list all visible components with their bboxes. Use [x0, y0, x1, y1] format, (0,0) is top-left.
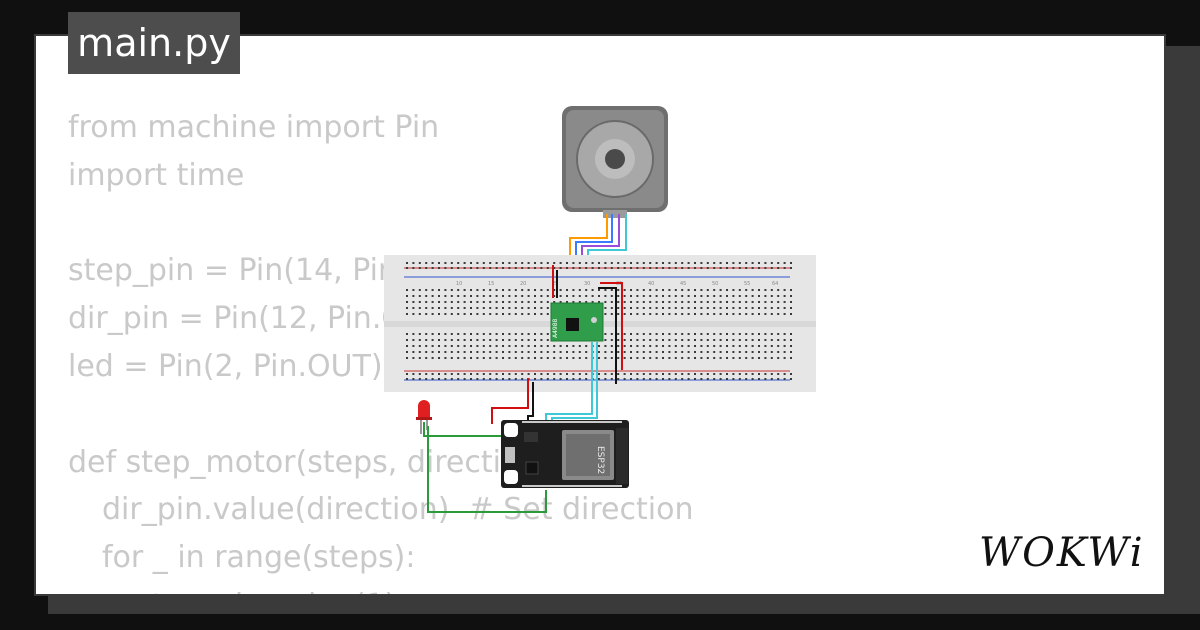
code-editor: from machine import Pin import time step_p…: [68, 104, 694, 594]
bb-num: 45: [680, 281, 686, 287]
code-line: from machine import Pin: [68, 110, 440, 145]
esp32-board[interactable]: ESP32: [501, 420, 629, 488]
bb-num: 30: [584, 281, 590, 287]
file-tab-label: main.py: [77, 21, 231, 65]
brand-name: WOKWi: [979, 530, 1145, 576]
code-line: dir_pin.value(direction) # Set direction: [102, 492, 694, 528]
code-line: for _ in range(steps):: [102, 540, 416, 576]
circuit-wires: [423, 265, 623, 513]
code-line: led = Pin(2, Pin.OUT): [68, 348, 383, 384]
bb-num: 64: [772, 281, 778, 287]
esp32-label: ESP32: [595, 446, 605, 474]
bb-num: 25: [552, 281, 558, 287]
a4988-driver[interactable]: A4988: [550, 302, 604, 342]
bb-num: 50: [712, 281, 718, 287]
stepper-motor[interactable]: [562, 106, 668, 218]
driver-label: A4988: [552, 318, 559, 338]
code-line: import time: [68, 157, 245, 193]
bb-num: 40: [648, 281, 654, 287]
breadboard[interactable]: 10 15 20 25 30 35 40 45 50 55 64: [384, 255, 816, 392]
bb-num: 55: [744, 281, 750, 287]
wokwi-logo: WOKWi: [979, 530, 1145, 576]
code-line: step_pin.value(1): [68, 582, 693, 594]
file-tab[interactable]: main.py: [68, 12, 240, 74]
red-led[interactable]: [416, 400, 432, 434]
bb-num: 15: [488, 281, 494, 287]
bb-num: 20: [520, 281, 526, 287]
bb-num: 10: [456, 281, 462, 287]
